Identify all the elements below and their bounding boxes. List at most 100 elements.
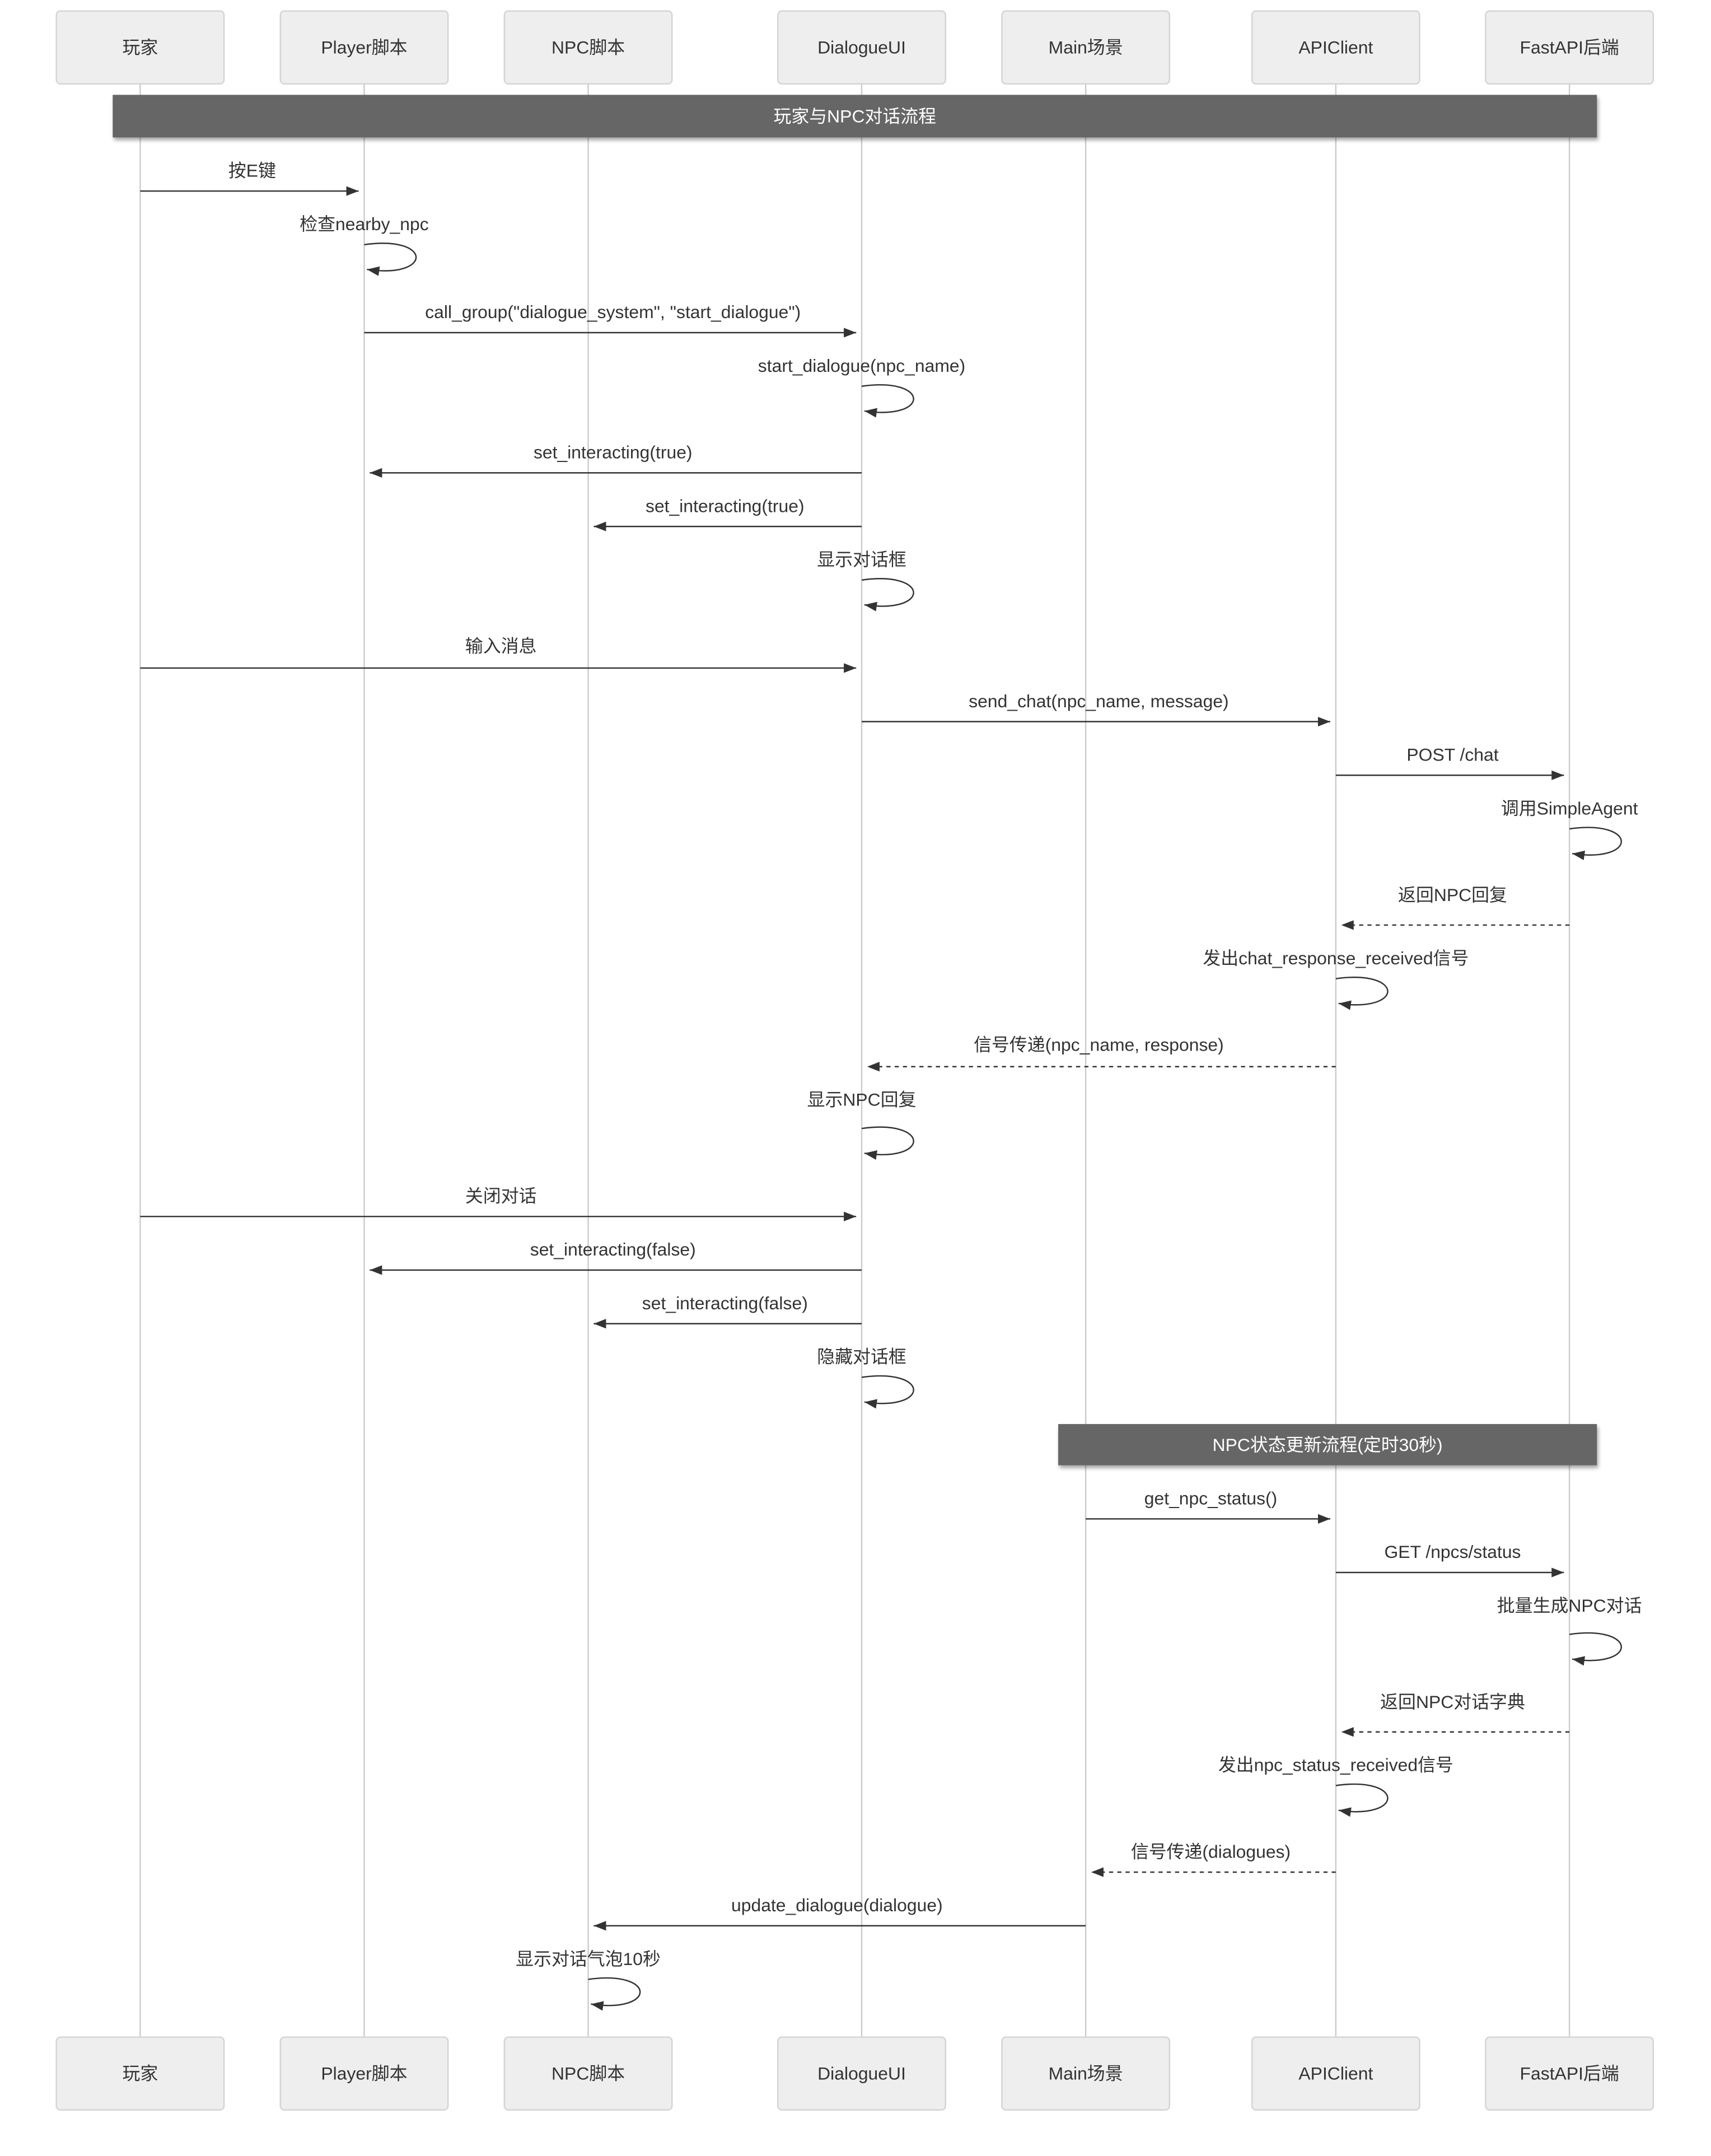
participant-bottom-5: APIClient — [1251, 2036, 1420, 2111]
self-message-4: start_dialogue(npc_name) — [758, 356, 966, 418]
message-label-22: GET /npcs/status — [1385, 1542, 1521, 1562]
message-16: 关闭对话 — [140, 1186, 857, 1221]
participant-box-top-0 — [55, 10, 225, 85]
participant-box-bottom-6 — [1485, 2036, 1654, 2111]
participant-label-bottom-6: FastAPI后端 — [1520, 2064, 1619, 2084]
reply-message-26: 信号传递(dialogues) — [1091, 1841, 1336, 1877]
message-6: set_interacting(true) — [593, 496, 862, 531]
note-label-20: NPC状态更新流程(定时30秒) — [1213, 1435, 1443, 1455]
lifelines — [139, 83, 1570, 2037]
participant-label-bottom-0: 玩家 — [123, 2064, 158, 2084]
self-message-11: 调用SimpleAgent — [1501, 798, 1638, 860]
self-message-loop-13 — [1335, 976, 1389, 1010]
participant-box-top-6 — [1485, 10, 1654, 85]
reply-message-14: 信号传递(npc_name, response) — [867, 1034, 1336, 1072]
participant-label-top-5: APIClient — [1298, 38, 1373, 58]
participant-box-bottom-3 — [777, 2036, 947, 2111]
participant-box-top-4 — [1001, 10, 1171, 85]
participant-box-bottom-2 — [503, 2036, 673, 2111]
participants-top: 玩家 Player脚本 NPC脚本 DialogueUI Main场景 APIClient… — [55, 10, 1654, 85]
message-label-12: 返回NPC回复 — [1398, 885, 1507, 905]
participant-label-top-2: NPC脚本 — [551, 38, 625, 58]
message-label-1: 按E键 — [228, 160, 276, 180]
participant-bottom-6: FastAPI后端 — [1485, 2036, 1654, 2111]
self-message-25: 发出npc_status_received信号 — [1218, 1755, 1453, 1817]
participant-label-bottom-2: NPC脚本 — [551, 2064, 625, 2084]
participant-top-3: DialogueUI — [777, 10, 947, 85]
message-1: 按E键 — [140, 160, 359, 196]
message-label-9: send_chat(npc_name, message) — [969, 691, 1228, 711]
participant-box-bottom-4 — [1001, 2036, 1171, 2111]
self-message-loop-2 — [364, 242, 417, 276]
participant-top-2: NPC脚本 — [503, 10, 673, 85]
message-10: POST /chat — [1335, 745, 1564, 780]
message-label-8: 输入消息 — [465, 636, 537, 656]
message-8: 输入消息 — [140, 636, 857, 673]
message-17: set_interacting(false) — [370, 1239, 862, 1275]
participant-label-bottom-3: DialogueUI — [817, 2064, 906, 2084]
reply-message-12: 返回NPC回复 — [1341, 885, 1570, 930]
participant-box-bottom-5 — [1251, 2036, 1420, 2111]
message-label-2: 检查nearby_npc — [300, 214, 428, 234]
self-message-loop-25 — [1335, 1783, 1389, 1817]
participant-top-6: FastAPI后端 — [1485, 10, 1654, 85]
message-label-21: get_npc_status() — [1144, 1488, 1278, 1508]
participant-label-bottom-1: Player脚本 — [321, 2064, 407, 2084]
participant-box-top-2 — [503, 10, 673, 85]
self-message-loop-4 — [861, 384, 914, 418]
self-message-19: 隐藏对话框 — [817, 1347, 914, 1409]
participant-label-top-6: FastAPI后端 — [1520, 38, 1619, 58]
participant-top-5: APIClient — [1251, 10, 1420, 85]
self-message-loop-7 — [861, 578, 914, 612]
self-message-23: 批量生成NPC对话 — [1497, 1595, 1642, 1666]
participant-box-top-1 — [279, 10, 449, 85]
participant-top-0: 玩家 — [55, 10, 225, 85]
message-9: send_chat(npc_name, message) — [862, 691, 1331, 727]
participant-top-4: Main场景 — [1001, 10, 1171, 85]
message-label-10: POST /chat — [1406, 745, 1498, 765]
self-message-2: 检查nearby_npc — [300, 214, 429, 276]
participant-label-top-0: 玩家 — [123, 38, 158, 58]
message-label-27: update_dialogue(dialogue) — [731, 1895, 943, 1915]
note-0: 玩家与NPC对话流程 — [113, 95, 1597, 138]
self-message-loop-15 — [861, 1126, 914, 1160]
self-message-loop-28 — [588, 1977, 641, 2011]
message-label-4: start_dialogue(npc_name) — [758, 356, 966, 376]
participant-label-bottom-5: APIClient — [1298, 2064, 1373, 2084]
participant-label-top-3: DialogueUI — [817, 38, 906, 58]
participant-bottom-2: NPC脚本 — [503, 2036, 673, 2111]
message-label-13: 发出chat_response_received信号 — [1203, 948, 1469, 968]
participant-bottom-0: 玩家 — [55, 2036, 225, 2111]
message-21: get_npc_status() — [1086, 1488, 1331, 1524]
message-5: set_interacting(true) — [370, 442, 862, 478]
participant-box-top-3 — [777, 10, 947, 85]
message-3: call_group("dialogue_system", "start_dia… — [364, 302, 857, 338]
note-box-20 — [1058, 1424, 1597, 1466]
message-22: GET /npcs/status — [1335, 1542, 1564, 1578]
participant-bottom-1: Player脚本 — [279, 2036, 449, 2111]
message-label-23: 批量生成NPC对话 — [1497, 1595, 1642, 1616]
message-label-15: 显示NPC回复 — [807, 1090, 917, 1110]
message-label-16: 关闭对话 — [465, 1186, 537, 1206]
message-label-14: 信号传递(npc_name, response) — [974, 1034, 1224, 1054]
message-label-3: call_group("dialogue_system", "start_dia… — [425, 302, 801, 322]
message-label-26: 信号传递(dialogues) — [1131, 1841, 1291, 1861]
note-20: NPC状态更新流程(定时30秒) — [1058, 1424, 1597, 1466]
message-label-7: 显示对话框 — [817, 549, 906, 570]
participant-box-bottom-0 — [55, 2036, 225, 2111]
self-message-7: 显示对话框 — [817, 549, 914, 612]
self-message-28: 显示对话气泡10秒 — [516, 1949, 661, 2011]
participant-box-bottom-1 — [279, 2036, 449, 2111]
participant-box-top-5 — [1251, 10, 1420, 85]
message-18: set_interacting(false) — [593, 1293, 862, 1329]
self-message-13: 发出chat_response_received信号 — [1203, 948, 1469, 1010]
participant-label-top-1: Player脚本 — [321, 38, 407, 58]
note-label-0: 玩家与NPC对话流程 — [773, 106, 936, 126]
message-label-28: 显示对话气泡10秒 — [516, 1949, 661, 1969]
self-message-15: 显示NPC回复 — [807, 1090, 917, 1160]
message-label-25: 发出npc_status_received信号 — [1218, 1755, 1453, 1775]
message-label-11: 调用SimpleAgent — [1501, 798, 1638, 818]
